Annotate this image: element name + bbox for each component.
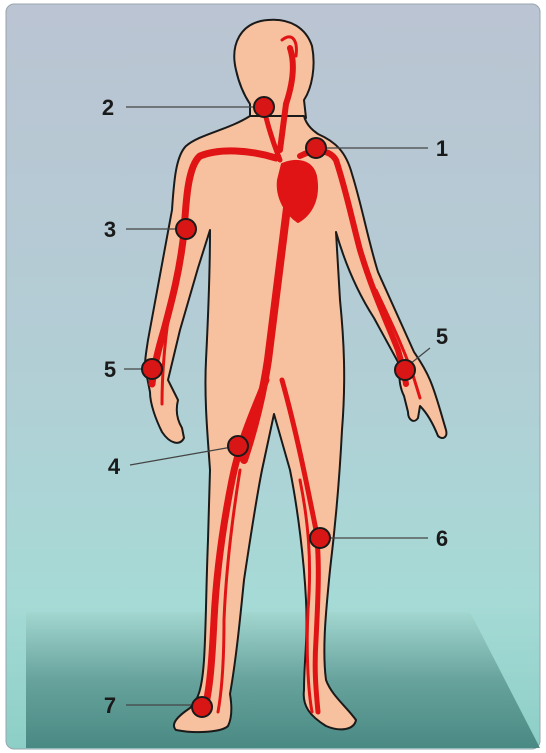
pulse-point (310, 528, 330, 548)
callout-number: 6 (436, 526, 448, 551)
callout-number: 5 (104, 357, 116, 382)
callout-number: 5 (436, 324, 448, 349)
pulse-point (142, 359, 162, 379)
pulse-point (254, 97, 274, 117)
callout-number: 4 (108, 454, 121, 479)
callout-number: 7 (104, 693, 116, 718)
pulse-point (395, 360, 415, 380)
pulse-point (192, 697, 212, 717)
pulse-point (306, 138, 326, 158)
pulse-point (228, 436, 248, 456)
floor-plane (26, 612, 540, 748)
callout-number: 2 (102, 95, 114, 120)
pulse-point (176, 219, 196, 239)
callout-number: 3 (104, 217, 116, 242)
callout-number: 1 (436, 136, 448, 161)
